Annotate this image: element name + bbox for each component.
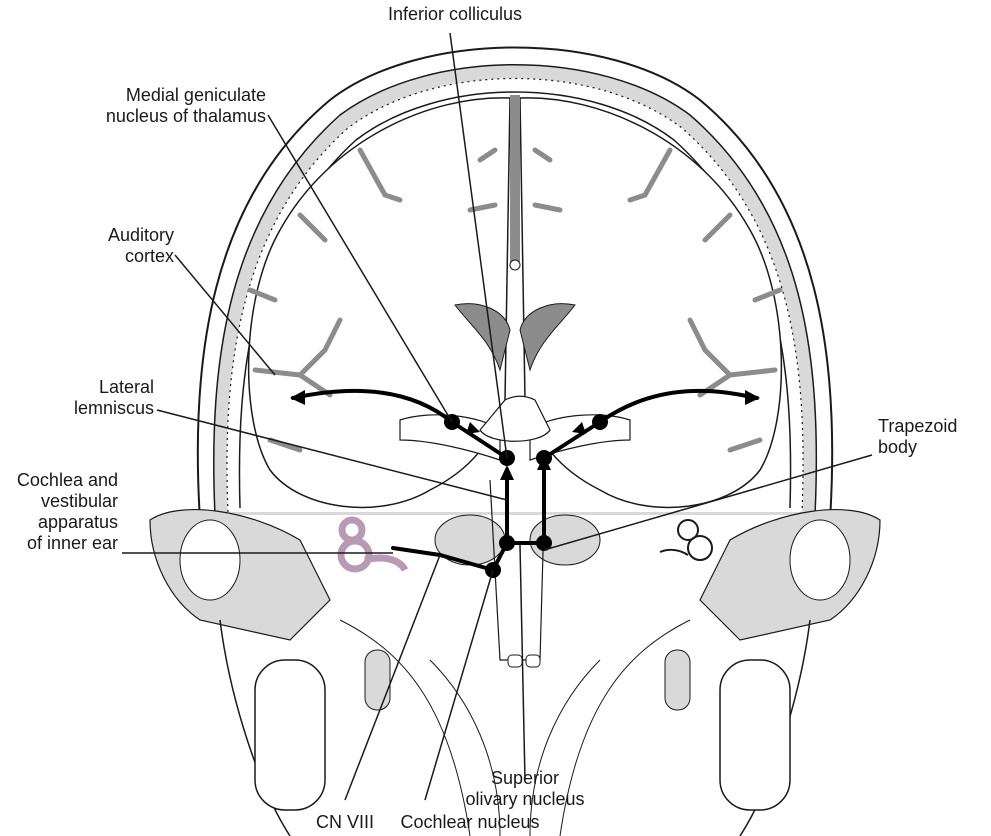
inferior-colliculus-text: Inferior colliculus	[355, 4, 555, 25]
label-medial-geniculate: Medial geniculate nucleus of thalamus	[60, 85, 266, 127]
label-inferior-colliculus: Inferior colliculus	[355, 4, 555, 25]
cochlea-line-1: Cochlea and	[0, 470, 118, 491]
trapezoid-body-line-2: body	[878, 437, 988, 458]
auditory-cortex-line-1: Auditory	[60, 225, 174, 246]
label-trapezoid-body: Trapezoid body	[878, 416, 988, 458]
trapezoid-body-line-1: Trapezoid	[878, 416, 988, 437]
lateral-lemniscus-line-1: Lateral	[40, 377, 154, 398]
medial-geniculate-dot-right	[592, 414, 608, 430]
superior-olivary-line-1: Superior	[445, 768, 605, 789]
temporal-bones	[150, 510, 880, 640]
medial-geniculate-line-1: Medial geniculate	[60, 85, 266, 106]
auditory-cortex-line-2: cortex	[60, 246, 174, 267]
cochlea-line-4: of inner ear	[0, 533, 118, 554]
cn-viii-text: CN VIII	[300, 812, 390, 833]
label-cochlear-nucleus: Cochlear nucleus	[380, 812, 560, 833]
superior-olivary-dot-left	[499, 535, 515, 551]
lateral-lemniscus-line-2: lemniscus	[40, 398, 154, 419]
superior-olivary-line-2: olivary nucleus	[445, 789, 605, 810]
label-superior-olivary: Superior olivary nucleus	[445, 768, 605, 810]
label-lateral-lemniscus: Lateral lemniscus	[40, 377, 154, 419]
cochlea-line-3: apparatus	[0, 512, 118, 533]
label-cn-viii: CN VIII	[300, 812, 390, 833]
cochlear-nucleus-text: Cochlear nucleus	[380, 812, 560, 833]
cochlea-line-2: vestibular	[0, 491, 118, 512]
inferior-colliculus-dot-right	[536, 450, 552, 466]
label-cochlea: Cochlea and vestibular apparatus of inne…	[0, 470, 118, 554]
label-auditory-cortex: Auditory cortex	[60, 225, 174, 267]
medial-geniculate-line-2: nucleus of thalamus	[60, 106, 266, 127]
